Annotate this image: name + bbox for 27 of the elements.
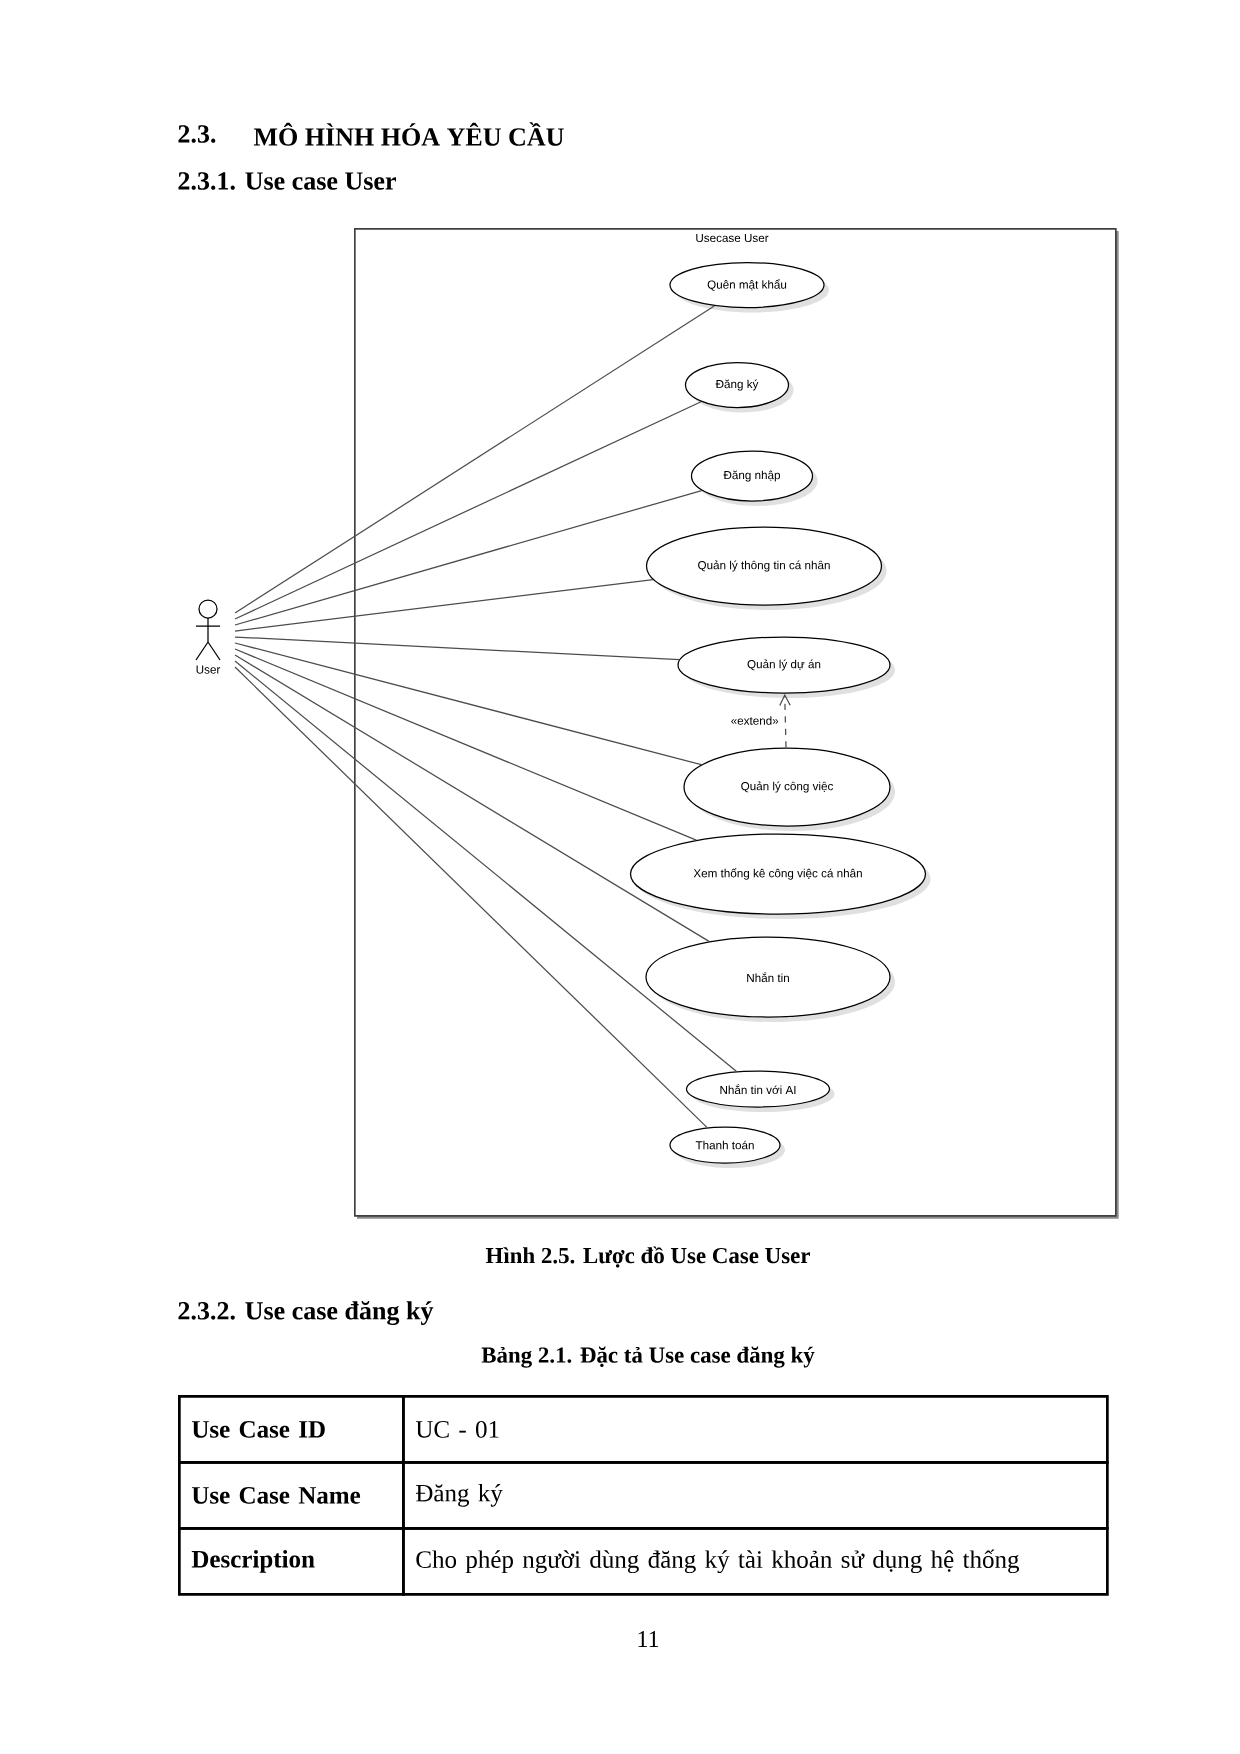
figure-caption: Hình 2.5. Lược đồ Use Case User (485, 1246, 810, 1268)
table-cell: Description (178, 1527, 405, 1596)
section-heading: 2.3.2. Use case đăng ký (178, 1300, 434, 1326)
table-cell: Use Case Name (178, 1461, 405, 1530)
association-line (234, 636, 680, 661)
actor-figure: User (195, 599, 221, 674)
extend-arrow (779, 693, 791, 748)
association-line (234, 660, 737, 1072)
association-line (234, 579, 654, 632)
association-line (234, 489, 703, 626)
section-heading: 2.3.1. Use case User (178, 172, 396, 190)
association-line (234, 654, 710, 943)
table-cell: Cho phép người dùng đăng ký tài khoản sử dụng hệ thống (402, 1527, 1109, 1596)
page-number: 11 (638, 1631, 659, 1647)
table-cell: UC - 01 (402, 1395, 1109, 1464)
section-heading-number: 2.3. (178, 125, 216, 143)
table-caption: Bảng 2.1. Đặc tả Use case đăng ký (481, 1346, 815, 1368)
association-line (234, 401, 702, 620)
association-line (234, 305, 715, 614)
table-cell: Use Case ID (178, 1395, 405, 1464)
section-heading: MÔ HÌNH HÓA YÊU CẦU (253, 122, 564, 146)
node-label: User (196, 665, 221, 674)
edge-label: «extend» (728, 714, 781, 727)
table-cell: Đăng ký (402, 1461, 1109, 1530)
association-line (234, 648, 697, 841)
association-line (234, 642, 703, 766)
association-line (234, 666, 708, 1129)
